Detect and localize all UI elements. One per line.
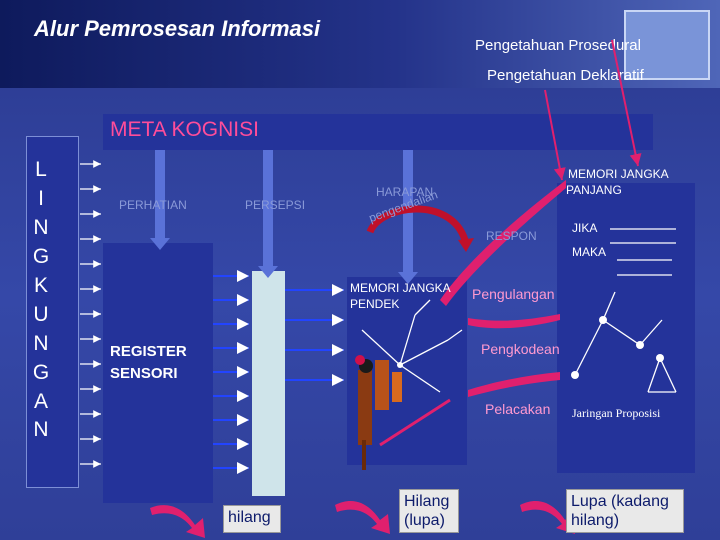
meta-kognisi-bar [103,114,653,150]
register-sensori-box [103,243,213,503]
lingkungan-letter: N [33,418,49,441]
meta-kognisi-label: META KOGNISI [110,118,259,141]
label-respon: RESPON [486,229,537,243]
lingkungan-letter: U [33,303,49,326]
lingkungan-letter: A [33,390,48,413]
callout-hilang-lupa-line1: Hilang [404,493,450,510]
label-persepsi: PERSEPSI [245,198,306,212]
label-jika: JIKA [572,221,598,235]
persepsi-strip [252,271,285,496]
callout-hilang-lupa: Hilang (lupa) [399,489,459,533]
lingkungan-letter: N [33,216,49,239]
label-pengetahuan-prosedural: Pengetahuan Prosedural [475,37,641,54]
label-pengetahuan-deklaratif: Pengetahuan Deklaratif [487,67,644,84]
lingkungan-letter: G [32,361,50,384]
callout-hilang: hilang [223,505,281,533]
label-pelacakan: Pelacakan [485,401,551,417]
lingkungan-letter: I [38,187,44,210]
people-logo-icon [624,10,710,80]
memori-pendek-label-line1: MEMORI JANGKA [350,281,451,295]
lingkungan-letter: K [33,274,48,297]
callout-lupa-line1: Lupa (kadang [571,493,669,510]
callout-lupa: Lupa (kadang hilang) [566,489,684,533]
lingkungan-letter: N [33,332,49,355]
label-jaringan-proposisi: Jaringan Proposisi [572,406,661,420]
register-label-line1: REGISTER [110,343,187,360]
label-perhatian: PERHATIAN [119,198,187,212]
callout-lupa-line2: hilang) [571,512,620,529]
title-banner [0,0,720,88]
memori-panjang-box [557,183,695,473]
register-label-line2: SENSORI [110,365,178,382]
label-maka: MAKA [572,245,607,259]
lingkungan-box [26,136,79,488]
memori-pendek-label-line2: PENDEK [350,297,400,311]
callout-hilang-text: hilang [228,509,271,526]
callout-hilang-lupa-line2: (lupa) [404,512,445,529]
memori-panjang-label-line1: MEMORI JANGKA [568,167,669,181]
label-pengulangan: Pengulangan [472,286,555,302]
label-pengkodean: Pengkodean [481,341,560,357]
lingkungan-letter: L [35,158,47,181]
lingkungan-letter: G [32,245,50,268]
memori-panjang-label-line2: PANJANG [566,183,622,197]
label-harapan: HARAPAN [376,185,434,199]
page-title: Alur Pemrosesan Informasi [34,16,321,41]
